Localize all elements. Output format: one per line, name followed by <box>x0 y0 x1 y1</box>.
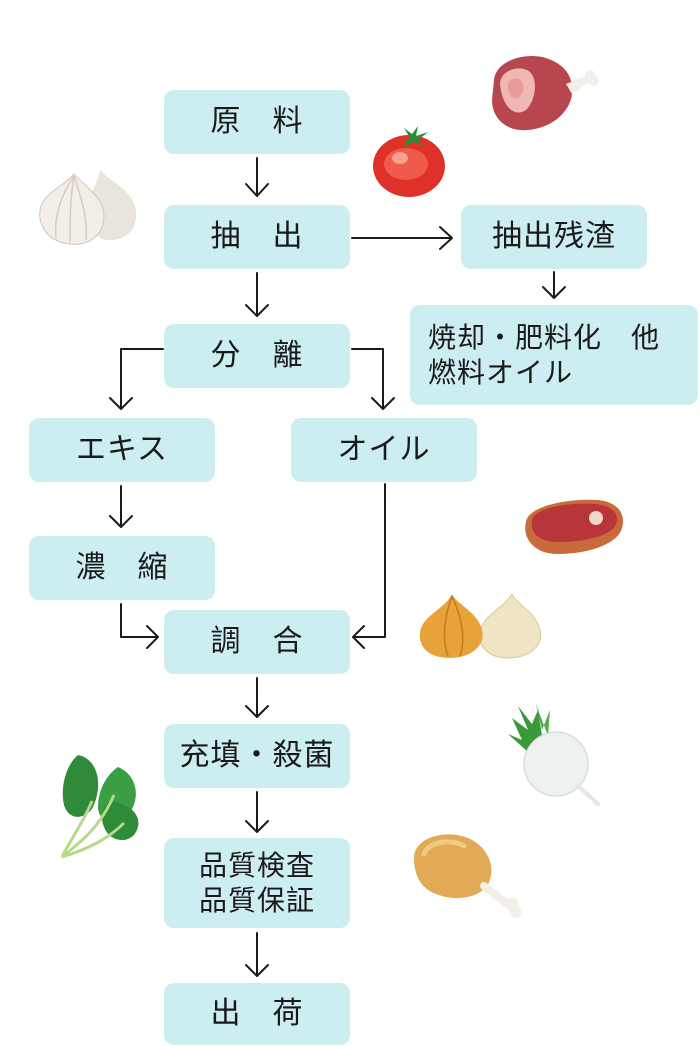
arrow-residue-to-use <box>542 271 566 299</box>
node-separation: 分 離 <box>164 324 350 388</box>
turnip-icon <box>508 704 600 806</box>
node-concentration: 濃 縮 <box>29 536 215 600</box>
node-filling-sterilization: 充填・殺菌 <box>164 724 350 788</box>
node-extraction: 抽 出 <box>164 205 350 269</box>
arrow-essence-to-concentrate <box>109 485 133 528</box>
arrow-oil-to-blend <box>352 483 386 649</box>
arrow-separate-to-oil <box>351 348 395 410</box>
ham-icon <box>492 56 599 131</box>
node-essence: エキス <box>29 418 215 482</box>
arrow-separate-to-essence <box>109 348 164 410</box>
garlic-icon <box>39 170 137 245</box>
node-raw-material: 原 料 <box>164 90 350 154</box>
arrow-concentrate-to-blend <box>120 603 159 649</box>
onion-icon <box>419 592 542 659</box>
arrow-extract-to-residue <box>351 226 453 250</box>
tomato-icon <box>373 126 445 197</box>
arrow-inspect-to-ship <box>245 932 269 977</box>
arrow-blend-to-fill <box>245 677 269 718</box>
node-quality-inspection: 品質検査 品質保証 <box>164 838 350 928</box>
node-shipping: 出 荷 <box>164 983 350 1045</box>
arrow-extract-to-separate <box>245 272 269 317</box>
spinach-icon <box>60 755 139 859</box>
arrow-raw-to-extract <box>245 157 269 197</box>
arrow-fill-to-inspect <box>245 791 269 833</box>
node-residue-use: 焼却・肥料化 他 燃料オイル <box>410 305 698 405</box>
node-oil: オイル <box>291 418 477 482</box>
chicken-leg-icon <box>414 834 522 918</box>
node-blending: 調 合 <box>164 610 350 674</box>
steak-icon <box>525 499 623 554</box>
node-extraction-residue: 抽出残渣 <box>461 205 647 269</box>
